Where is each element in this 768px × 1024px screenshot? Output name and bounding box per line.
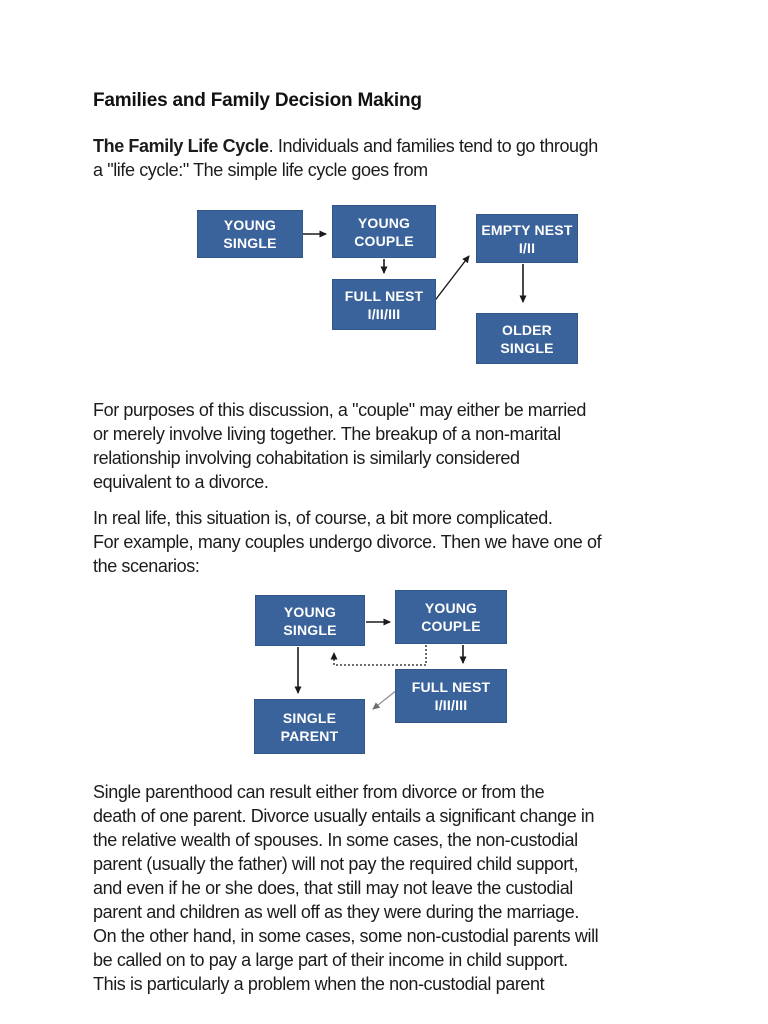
arrow-d2-youngcouple-to-youngsingle-dotted [330, 645, 427, 666]
paragraph-couple-definition: For purposes of this discussion, a "coup… [93, 400, 587, 492]
paragraph-real-life: In real life, this situation is, of cour… [93, 508, 602, 576]
diagram1-box-full-nest: FULL NEST I/II/III [332, 279, 436, 330]
arrow-d2-fullnest-to-singleparent-gray [372, 689, 398, 710]
diagram1-box-young-single: YOUNG SINGLE [197, 210, 303, 258]
paragraph-intro: The Family Life Cycle. Individuals and f… [93, 134, 703, 182]
diagram2-box-full-nest: FULL NEST I/II/III [395, 669, 507, 723]
paragraph-single-parenthood: Single parenthood can result either from… [93, 782, 599, 994]
paragraph-intro-body: . Individuals and families tend to go th… [93, 136, 598, 180]
diagram1-box-older-single: OLDER SINGLE [476, 313, 578, 364]
diagram2-box-young-couple: YOUNG COUPLE [395, 590, 507, 644]
arrow-d1-fullnest-to-emptynest [432, 255, 470, 304]
diagram2-box-young-single: YOUNG SINGLE [255, 595, 365, 646]
diagram2-box-single-parent: SINGLE PARENT [254, 699, 365, 754]
diagram1-box-empty-nest: EMPTY NEST I/II [476, 214, 578, 263]
diagram1-box-young-couple: YOUNG COUPLE [332, 205, 436, 258]
paragraph-intro-lead: The Family Life Cycle [93, 136, 269, 156]
page-title: Families and Family Decision Making [93, 90, 422, 111]
